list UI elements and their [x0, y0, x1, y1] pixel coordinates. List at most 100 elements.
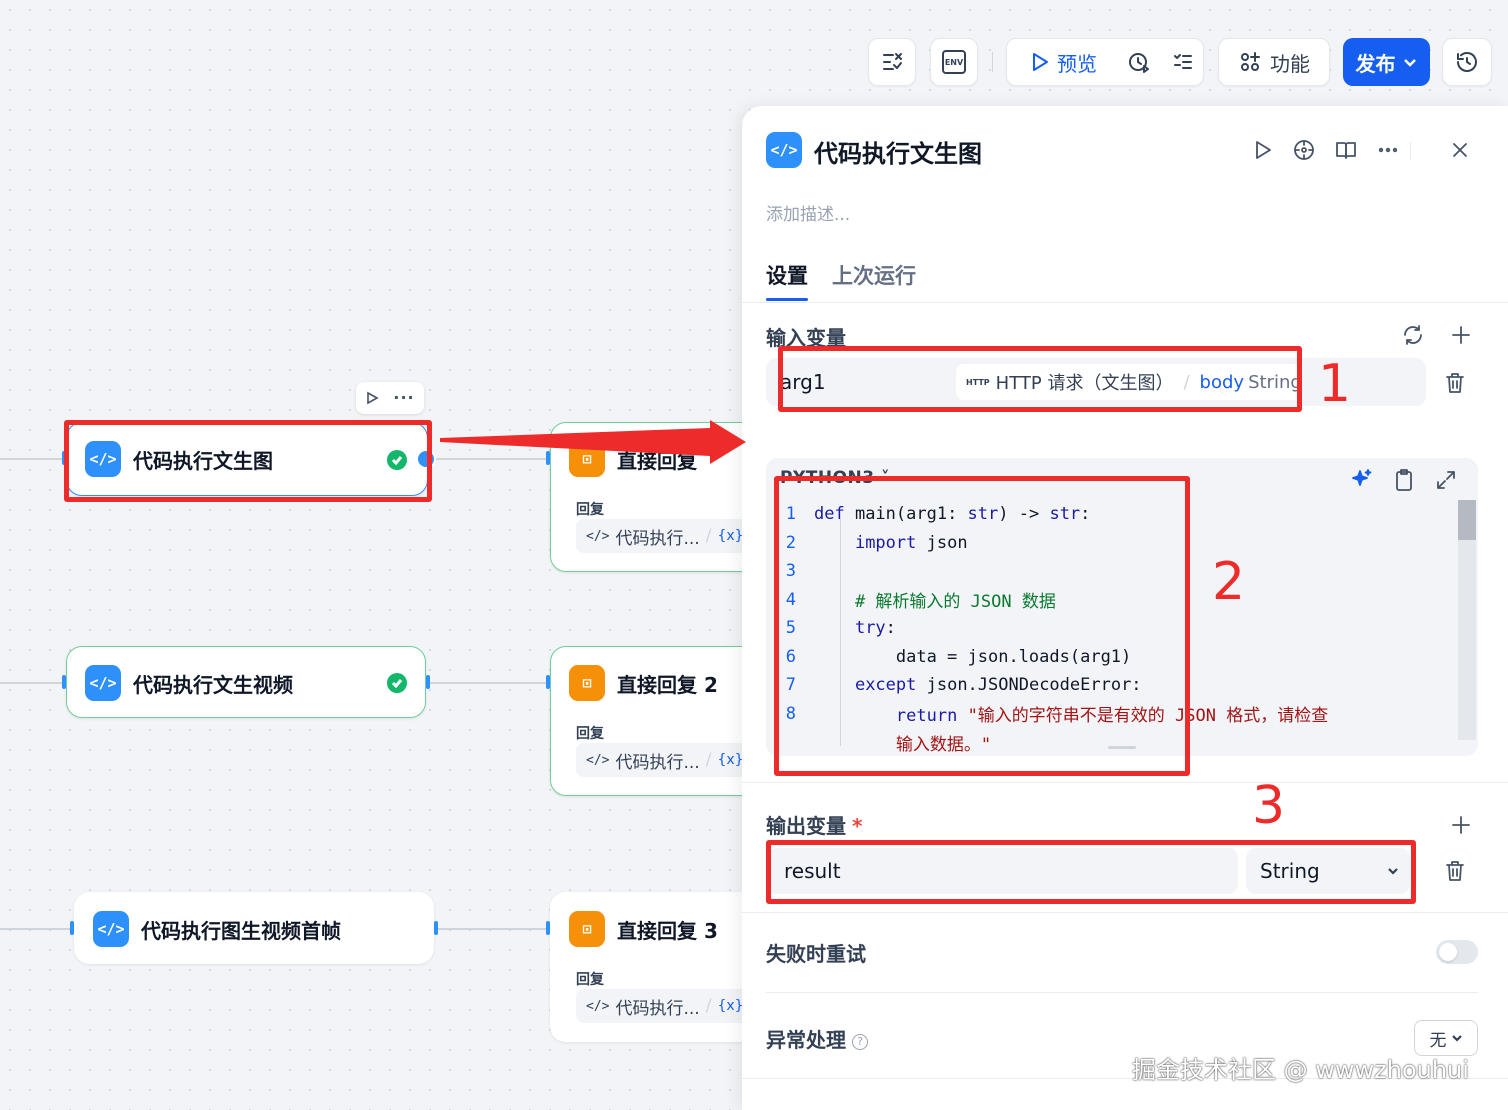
node-input-handle[interactable]: [70, 921, 74, 935]
workflow-node-reply[interactable]: ⊡ 直接回复 2 回复 </> 代码执行... / {x}: [550, 646, 780, 796]
source-variable-name: body: [1199, 371, 1245, 393]
annotation-box-output: [766, 840, 1416, 904]
preview-button[interactable]: 预览: [1027, 48, 1097, 77]
sparkle-icon: [1352, 469, 1372, 486]
code-line: 2 import json: [785, 532, 968, 553]
code-line: 8 return "输入的字符串不是有效的 JSON 格式，请检查: [785, 703, 1329, 727]
add-input-variable-button[interactable]: [1448, 322, 1474, 348]
close-panel-button[interactable]: [1448, 138, 1472, 162]
node-input-handle[interactable]: [62, 675, 66, 689]
checklist-issues-button[interactable]: [868, 38, 916, 86]
checklist-icon: [1174, 54, 1192, 69]
edge: [0, 682, 64, 684]
more-options-button[interactable]: [1376, 138, 1400, 162]
code-line: 输入数据。": [814, 734, 992, 755]
node-title: 代码执行文生图: [133, 448, 273, 473]
annotation-number-1: 1: [1318, 354, 1352, 414]
node-output-handle[interactable]: [434, 921, 438, 935]
output-type-select[interactable]: String: [1246, 848, 1410, 894]
ai-generate-button[interactable]: [1350, 468, 1374, 492]
sync-variables-button[interactable]: [1400, 322, 1426, 348]
reply-label: 回复: [576, 726, 604, 742]
node-title: 代码执行图生视频首帧: [141, 918, 341, 943]
clock-play-icon: [1129, 53, 1149, 73]
annotation-number-3: 3: [1252, 776, 1286, 836]
edge: [436, 928, 550, 930]
preview-label: 预览: [1057, 51, 1097, 76]
add-output-variable-button[interactable]: [1448, 812, 1474, 838]
workflow-node-code[interactable]: </> 代码执行图生视频首帧: [74, 892, 434, 964]
code-icon: </>: [766, 132, 802, 168]
editor-scrollbar-track[interactable]: [1458, 500, 1476, 740]
ref-node-name: 代码执行...: [615, 998, 700, 1019]
delete-input-variable-button[interactable]: [1442, 370, 1468, 396]
editor-resize-handle[interactable]: [1108, 746, 1136, 749]
publish-button[interactable]: 发布: [1343, 38, 1430, 86]
error-handling-select[interactable]: 无: [1414, 1020, 1478, 1056]
trash-icon: [1446, 373, 1464, 393]
help-icon[interactable]: ?: [852, 1033, 868, 1050]
features-label: 功能: [1270, 51, 1310, 76]
annotation-box-code: [774, 476, 1190, 776]
close-icon: [1453, 143, 1467, 157]
retry-on-failure-label: 失败时重试: [766, 942, 866, 966]
workflow-node-reply[interactable]: ⊡ 直接回复 回复 </> 代码执行... / {x}: [550, 422, 780, 572]
locate-node-button[interactable]: [1292, 138, 1316, 162]
node-output-handle[interactable]: [426, 675, 430, 689]
expand-editor-button[interactable]: [1434, 468, 1458, 492]
chevron-down-icon: [1451, 1035, 1462, 1042]
version-history-button[interactable]: [1442, 38, 1492, 86]
workflow-node-code[interactable]: </> 代码执行文生视频: [66, 646, 426, 718]
play-icon: [1256, 141, 1271, 159]
refresh-icon: [1404, 325, 1422, 345]
annotation-box-node: [64, 420, 432, 502]
source-variable-type: String: [1248, 371, 1302, 393]
more-icon: [1378, 147, 1398, 153]
success-check-icon: [387, 673, 407, 693]
indent-guide: [840, 514, 841, 746]
code-line: 5 try:: [785, 618, 896, 639]
divider: [742, 912, 1508, 913]
toolbar-separator: [992, 52, 993, 72]
tab-last-run[interactable]: 上次运行: [832, 264, 916, 288]
output-variable-name-input[interactable]: result: [766, 848, 1238, 894]
editor-scrollbar-thumb[interactable]: [1458, 500, 1476, 540]
edge: [428, 682, 550, 684]
checklist-x-icon: [883, 53, 902, 70]
description-input[interactable]: 添加描述...: [766, 205, 851, 225]
node-settings-panel: </> 代码执行文生图 添加描述... 设置 上次运行 输入变量 arg1 HT…: [742, 106, 1508, 1110]
plus-icon: [1452, 326, 1470, 344]
variable-reference-picker[interactable]: HTTP HTTP 请求（文生图） / body String: [956, 364, 1302, 400]
env-button[interactable]: ENV: [930, 38, 978, 86]
http-icon: HTTP: [966, 377, 990, 387]
error-handling-label: 异常处理?: [766, 1024, 868, 1053]
panel-title[interactable]: 代码执行文生图: [814, 140, 982, 168]
delete-output-variable-button[interactable]: [1442, 858, 1468, 884]
output-type-value: String: [1260, 859, 1320, 883]
run-history-button[interactable]: [1127, 50, 1151, 74]
success-check-icon: [387, 450, 407, 470]
checklist-button[interactable]: [1171, 50, 1195, 74]
variable-name-input[interactable]: arg1: [780, 370, 826, 394]
copy-code-button[interactable]: [1392, 468, 1416, 492]
panel-header-separator: [1410, 142, 1411, 160]
chevron-down-icon: [1403, 59, 1416, 67]
run-node-button[interactable]: [1250, 138, 1274, 162]
features-button[interactable]: 功能: [1218, 38, 1330, 86]
node-input-handle[interactable]: [546, 675, 550, 689]
annotation-number-2: 2: [1212, 552, 1246, 612]
documentation-button[interactable]: [1334, 138, 1358, 162]
reply-icon: ⊡: [569, 665, 605, 701]
node-input-handle[interactable]: [546, 921, 550, 935]
tab-settings[interactable]: 设置: [766, 264, 808, 288]
retry-toggle[interactable]: [1436, 940, 1478, 964]
more-icon[interactable]: ···: [393, 388, 415, 407]
node-input-handle[interactable]: [546, 451, 550, 465]
run-node-icon[interactable]: [365, 391, 380, 405]
variable-icon: {x}: [717, 998, 744, 1014]
divider: [742, 302, 1508, 303]
source-node-name: HTTP 请求（文生图）: [995, 373, 1174, 394]
reply-label: 回复: [576, 972, 604, 988]
